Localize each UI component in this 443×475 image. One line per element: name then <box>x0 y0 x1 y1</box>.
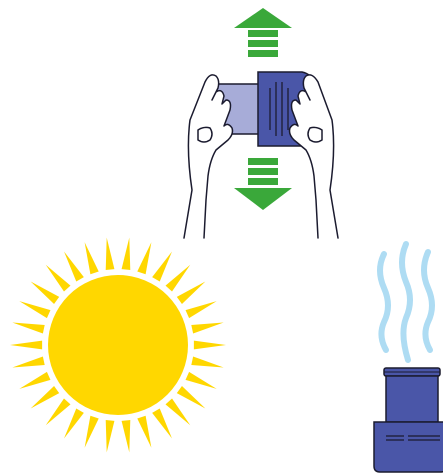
sun-ray <box>106 420 115 452</box>
arrow-up-icon <box>234 8 292 57</box>
sun-ray <box>152 409 172 439</box>
sun-disc <box>48 275 188 415</box>
sun-ray <box>64 409 84 439</box>
sun-ray <box>19 372 50 389</box>
drying-device <box>374 244 443 472</box>
sun-ray <box>166 265 191 292</box>
hands-pulling-device-apart <box>184 8 338 238</box>
arrow-down-icon <box>234 158 292 210</box>
sun-ray <box>106 238 115 270</box>
sun-ray <box>46 265 71 292</box>
sun-ray <box>194 341 226 350</box>
sun-ray <box>12 323 44 334</box>
sun-ray <box>191 323 223 334</box>
device-icon <box>374 368 443 472</box>
steam-icon <box>380 244 432 360</box>
sun-icon <box>10 238 226 453</box>
sun-ray <box>12 356 44 367</box>
sun-ray <box>137 416 151 448</box>
sun-ray <box>166 398 191 425</box>
sun-ray <box>31 386 60 408</box>
sun-ray <box>177 282 206 304</box>
sun-ray <box>10 341 42 350</box>
sun-ray <box>122 238 131 270</box>
sun-ray <box>191 356 223 367</box>
sun-ray <box>31 282 60 304</box>
sun-ray <box>152 251 172 281</box>
sun-ray <box>19 301 50 318</box>
sun-ray <box>85 416 99 448</box>
sun-ray <box>122 420 131 452</box>
sun-ray <box>137 242 151 274</box>
sun-ray <box>186 372 217 389</box>
sun-ray <box>177 386 206 408</box>
sun-ray <box>186 301 217 318</box>
sun-ray <box>46 398 71 425</box>
sun-ray <box>85 242 99 274</box>
sun-ray <box>64 251 84 281</box>
